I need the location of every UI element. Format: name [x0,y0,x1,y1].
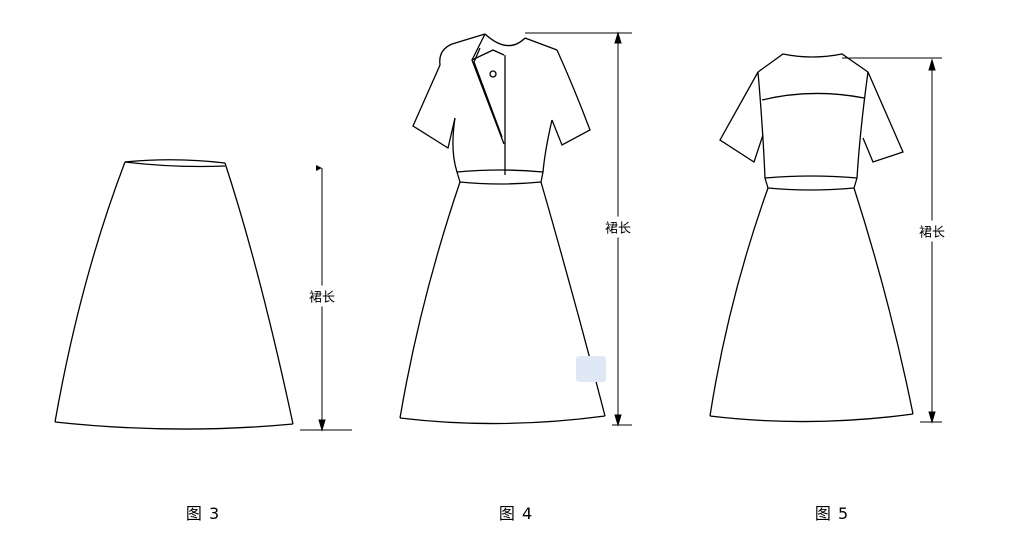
skirt-waistband [125,160,225,163]
skirt-drawing [55,160,293,429]
skirt-hem [55,422,293,429]
skirt-length-label: 裙长 [308,285,336,307]
dress-back-waistband [765,176,857,190]
figure-4-caption: 图 4 [498,504,534,523]
skirt-right-side [225,163,293,424]
dress-front-drawing [400,34,605,424]
back-yoke-seam [762,93,864,100]
watermark-logo [576,356,606,382]
dress-back-length-label: 裙长 [918,220,946,242]
button-icon [490,71,496,77]
skirt-left-side [55,162,125,422]
figure-5-caption: 图 5 [814,504,850,523]
dress-front-waistband [457,170,543,184]
dress-back-drawing [710,54,913,422]
dress-front-length-label: 裙长 [604,216,632,238]
figure-3-caption: 图 3 [185,504,221,523]
